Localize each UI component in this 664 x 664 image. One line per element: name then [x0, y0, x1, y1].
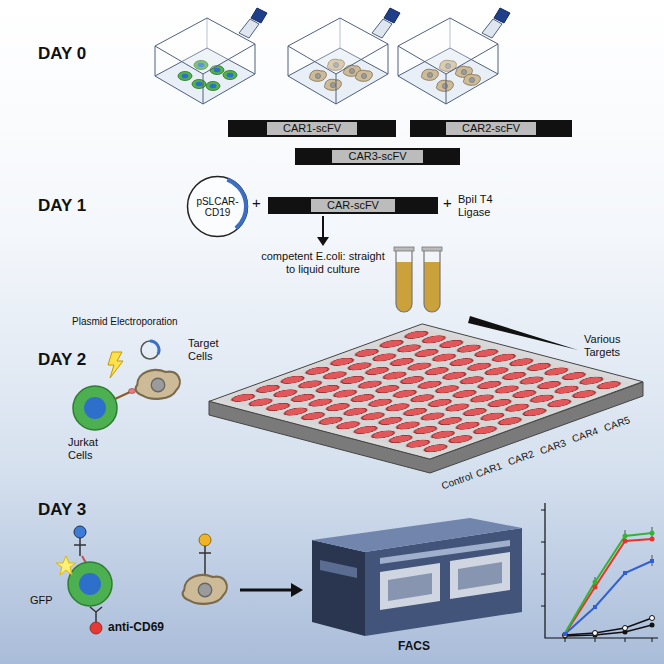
- row-label: CAR2: [506, 448, 535, 468]
- culture-flask: [155, 8, 267, 104]
- row-label: CAR4: [570, 425, 599, 445]
- ligand-icon: [74, 526, 86, 556]
- fragment-name: CAR3-scFV: [332, 150, 422, 163]
- day-heading: DAY 0: [38, 44, 86, 64]
- plasmid-circle: pSLCAR-CD19: [186, 175, 249, 238]
- jurkat-cell: [73, 386, 136, 430]
- culture-flask: [288, 8, 400, 104]
- instrument-label: FACS: [398, 640, 430, 654]
- scfv-fragment-bar: CAR2-scFV: [410, 120, 572, 137]
- row-label: CAR5: [602, 414, 631, 434]
- well-plate: [209, 324, 642, 459]
- antibody-icon: [90, 607, 102, 634]
- culture-tube: [394, 247, 414, 312]
- target-cell: [183, 575, 227, 604]
- culture-tube: [422, 247, 442, 312]
- row-label: CAR1: [474, 460, 503, 480]
- plus-sign: +: [443, 194, 452, 211]
- plasmid-ring: [188, 177, 248, 237]
- day-heading: DAY 3: [38, 500, 86, 520]
- fragment-name: CAR1-scFV: [267, 122, 357, 135]
- facs-machine: [312, 518, 522, 636]
- arrow-head: [291, 583, 303, 597]
- scfv-fragment-bar: CAR3-scFV: [295, 148, 460, 165]
- fragment-name: CAR-scFV: [311, 199, 395, 212]
- target-cell: [136, 370, 180, 399]
- scfv-fragment-bar: CAR-scFV: [268, 197, 438, 214]
- gfp-burst: [56, 556, 76, 575]
- direction-arrow: [468, 316, 578, 350]
- row-label: CAR3: [538, 437, 567, 457]
- enzyme-label: BpiI T4 Ligase: [458, 193, 510, 218]
- cell-label: Jurkat Cells: [68, 436, 108, 461]
- cell-label: Target Cells: [188, 337, 228, 362]
- row-label: Control: [440, 470, 474, 492]
- scfv-fragment-bar: CAR1-scFV: [228, 120, 396, 137]
- day-heading: DAY 2: [38, 350, 86, 370]
- line-chart: [541, 503, 658, 642]
- plus-sign: +: [252, 194, 261, 211]
- plasmid-name: pSLCAR-CD19: [195, 196, 241, 218]
- day-heading: DAY 1: [38, 196, 86, 216]
- marker-label: GFP: [30, 594, 53, 607]
- fragment-name: CAR2-scFV: [446, 122, 536, 135]
- ligand-icon: [199, 534, 211, 574]
- lightning-bolt: [108, 352, 123, 378]
- antibody-label: anti-CD69: [108, 621, 164, 635]
- step-label: Plasmid Electroporation: [72, 316, 178, 328]
- process-arrow: [322, 216, 324, 238]
- step-note: competent E.coli: straight to liquid cul…: [258, 250, 388, 275]
- process-arrow: [240, 589, 292, 592]
- culture-flask: [398, 8, 510, 104]
- plasmid-icon: [141, 341, 159, 359]
- arrow-head: [317, 237, 329, 246]
- axis-label: Various Targets: [584, 333, 632, 358]
